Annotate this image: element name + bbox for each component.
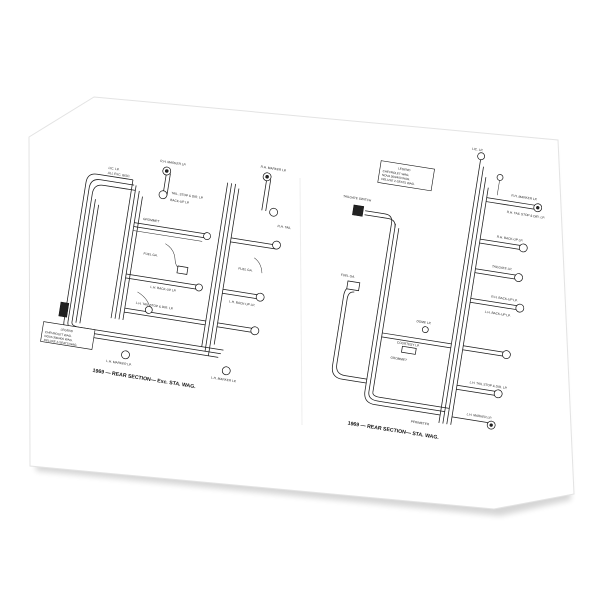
label: R.H. TAIL [277,224,291,230]
tailgate-switch-icon [352,204,365,217]
label: L.H. BACK-UP LP. [485,310,512,318]
label: R.H. BACK-UP LP. [496,235,523,243]
label: LIC. LP. [472,147,484,153]
tail-lamp-icon [514,273,523,282]
legend-item: NOVA 300/400 WAG. [382,173,411,181]
lamp-icon [203,232,211,240]
left-legend: LEGEND CHEVROLET WAG. NOVA 300/400 WAG. … [40,321,96,350]
label: FUEL GA. [143,251,158,257]
label: LIC. LP. [108,166,120,172]
label: L.H. TAIL STOP & DIR. LP. [469,380,507,390]
lamp-icon [195,283,203,292]
label: L.H. MARKER LP. [211,376,237,384]
right-harness-bundle [331,158,537,425]
back-up-lamp-icon [515,303,525,313]
left-wiring-diagram: R.H. MARKER LP. TAIL, STOP & DIR. LP. BA… [40,159,292,390]
label: L.H. TAIL STOP & DIR. LP. [135,301,173,311]
courtesy-lamp-icon [401,345,417,355]
legend-title: LEGEND [398,166,412,172]
label: TAILGATE SWITCH [343,194,372,203]
label: R.H. TAIL STOP & DIR. LP. [506,210,545,220]
label: FUEL GA. [341,273,356,279]
label: COURTESY LP. [397,340,420,348]
fold-line [299,177,303,426]
label: FUEL GA. [238,266,253,272]
legend-item: DELUXE 2-SEATS WAG. [44,338,78,347]
label: L.H. BACK-UP LP. [150,285,177,293]
legend-item: CHEVROLET WAG. [382,169,409,177]
legend-item: DELUXE 2-SEATS WAG. [381,177,415,186]
label: R.H. MARKER LP. [160,159,187,167]
label: L.H. MARKER LP. [106,359,132,367]
label: GROMMET [390,356,407,363]
label: DOME LP. [416,319,431,325]
label: GROMMET [143,217,160,224]
tail-lamp-icon [250,326,260,336]
right-components [346,152,543,430]
label: R.H. MARKER LP. [260,165,287,173]
back-up-lamp-icon [272,240,281,250]
right-legend: LEGEND CHEVROLET WAG. NOVA 300/400 WAG. … [377,160,435,192]
harness-connector-icon [58,301,70,318]
license-lamp-icon [477,152,485,161]
label: L.H. MARKER LP. [466,412,492,420]
left-labels: R.H. MARKER LP. TAIL, STOP & DIR. LP. BA… [106,159,292,384]
marker-lamp-icon [221,366,231,376]
label: ALL EXC. BISC. [107,171,131,179]
left-components [58,166,281,376]
legend-item: NOVA 300/400 WAG. [44,334,73,342]
legend-title: LEGEND [60,327,74,333]
back-up-lamp-icon [144,306,153,314]
label: R.H. BACK-UP LP. [491,295,518,303]
legend-item: CHEVROLET WAG. [45,330,72,338]
fuel-gauge-icon [346,280,361,292]
tail-lamp-icon [269,207,278,217]
lamp-icon [502,350,511,359]
label: BACK-UP LP. [170,198,190,205]
dome-lamp-icon [421,326,429,333]
lamp-icon [496,174,504,181]
right-labels: LIC. LP. R.H. MARKER LP. R.H. TAIL STOP … [341,147,546,427]
marker-lamp-icon [121,350,130,360]
label: PERIMETER [410,420,430,427]
tail-lamp-icon [493,389,503,399]
label: R.H. MARKER LP. [511,193,538,201]
back-up-lamp-icon [255,292,265,302]
tail-stop-lamp-icon [158,190,168,200]
back-up-lamp-icon [518,243,528,253]
fuel-gauge-icon [176,265,189,275]
label: L.H. BACK-UP LP. [229,299,256,307]
label: TAIL, STOP & DIR. LP. [171,191,204,200]
label: TAILGATE LP. [492,264,513,271]
